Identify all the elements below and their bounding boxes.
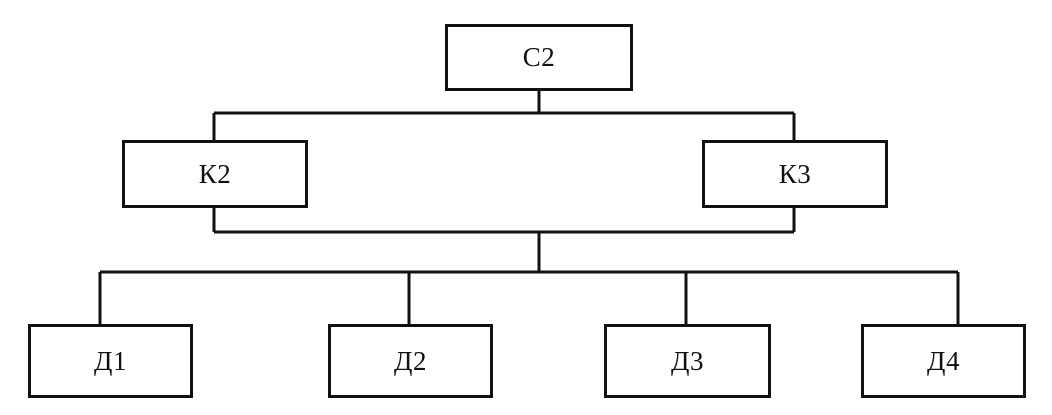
node-c2-label: С2 <box>522 42 556 72</box>
node-d1-label: Д1 <box>94 345 127 376</box>
node-d1[interactable]: Д1 <box>28 324 193 398</box>
node-d4[interactable]: Д4 <box>861 324 1026 398</box>
node-k2-label: К2 <box>198 158 232 189</box>
node-d2[interactable]: Д2 <box>328 324 493 398</box>
node-k2[interactable]: К2 <box>122 140 308 208</box>
node-d3-label: Д3 <box>671 345 704 376</box>
node-k3-label: К3 <box>778 158 812 189</box>
node-k3[interactable]: К3 <box>702 140 888 208</box>
node-c2[interactable]: С2 <box>445 24 633 91</box>
node-d2-label: Д2 <box>394 345 427 376</box>
node-d3[interactable]: Д3 <box>604 324 771 398</box>
node-d4-label: Д4 <box>927 345 960 376</box>
